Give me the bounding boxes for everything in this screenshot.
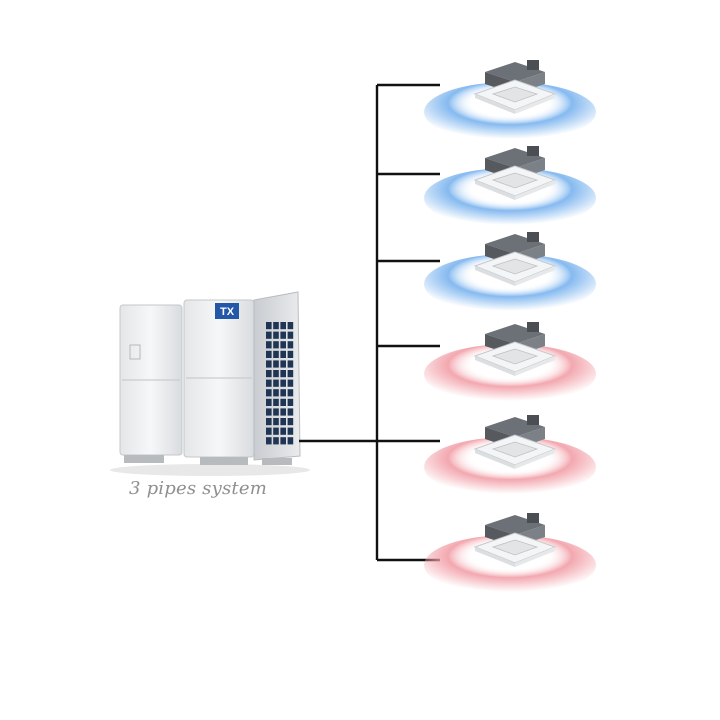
- grille-cell: [266, 379, 272, 387]
- grille-cell: [287, 379, 294, 387]
- grille-cell: [273, 331, 279, 339]
- grille-cell: [280, 331, 286, 339]
- grille-cell: [287, 331, 294, 339]
- grille-cell: [273, 389, 279, 397]
- grille-cell: [280, 360, 286, 368]
- grille-cell: [280, 408, 286, 416]
- coil-grille: [266, 322, 294, 445]
- grille-cell: [280, 427, 286, 435]
- grille-cell: [273, 437, 279, 445]
- cassette-unit-heating: [424, 322, 596, 404]
- grille-cell: [266, 341, 272, 349]
- grille-cell: [287, 418, 294, 426]
- grille-cell: [273, 322, 279, 330]
- grille-cell: [266, 322, 272, 330]
- grille-cell: [280, 341, 286, 349]
- grille-cell: [266, 418, 272, 426]
- grille-cell: [287, 389, 294, 397]
- grille-cell: [266, 398, 272, 406]
- cassette-unit-cooling: [424, 232, 596, 314]
- grille-cell: [287, 360, 294, 368]
- grille-cell: [266, 350, 272, 358]
- cassette-unit-cooling: [424, 146, 596, 228]
- grille-cell: [273, 360, 279, 368]
- grille-cell: [266, 331, 272, 339]
- grille-cell: [266, 408, 272, 416]
- grille-cell: [287, 341, 294, 349]
- outdoor-unit: TX: [110, 291, 310, 476]
- brand-logo: [215, 303, 239, 319]
- grille-cell: [273, 341, 279, 349]
- grille-cell: [287, 350, 294, 358]
- cassette-unit-cooling: [424, 60, 596, 142]
- grille-cell: [273, 427, 279, 435]
- grille-cell: [266, 360, 272, 368]
- grille-cell: [287, 408, 294, 416]
- grille-cell: [273, 370, 279, 378]
- cassette-unit-heating: [424, 415, 596, 497]
- grille-cell: [280, 437, 286, 445]
- grille-cell: [273, 350, 279, 358]
- grille-cell: [273, 418, 279, 426]
- grille-cell: [280, 350, 286, 358]
- grille-cell: [280, 322, 286, 330]
- grille-cell: [287, 427, 294, 435]
- grille-cell: [280, 418, 286, 426]
- grille-cell: [273, 408, 279, 416]
- cassette-unit-heating: [424, 513, 596, 595]
- grille-cell: [266, 437, 272, 445]
- grille-cell: [280, 379, 286, 387]
- grille-cell: [280, 370, 286, 378]
- pipework: [299, 83, 440, 562]
- grille-cell: [287, 322, 294, 330]
- grille-cell: [266, 370, 272, 378]
- grille-cell: [287, 370, 294, 378]
- grille-cell: [280, 389, 286, 397]
- grille-cell: [266, 389, 272, 397]
- indoor-units: [424, 60, 596, 595]
- system-caption: 3 pipes system: [129, 478, 267, 499]
- grille-cell: [273, 398, 279, 406]
- grille-cell: [287, 437, 294, 445]
- grille-cell: [273, 379, 279, 387]
- brand-logo-text: TX: [220, 306, 235, 318]
- grille-cell: [287, 398, 294, 406]
- grille-cell: [280, 398, 286, 406]
- grille-cell: [266, 427, 272, 435]
